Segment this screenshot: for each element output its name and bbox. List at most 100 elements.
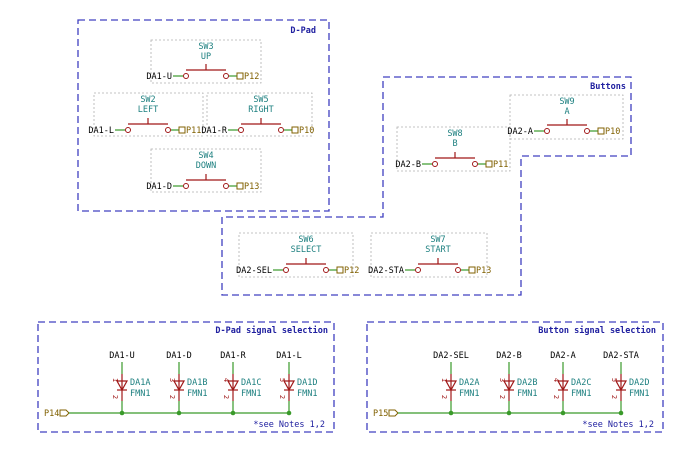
diode-net-label: DA2-A [550, 351, 576, 361]
button-selection-block [366, 321, 664, 433]
switch-port-label: P10 [299, 126, 314, 136]
diode-ref-label: DA1C [241, 378, 261, 388]
switch-net-label: DA1-D [146, 182, 172, 192]
switch-port-marker [468, 266, 476, 274]
switch-port-label: P11 [186, 126, 201, 136]
diode-value-label: FMN1 [297, 389, 317, 399]
switch-port-marker [236, 72, 244, 80]
diode-net-label: DA2-B [496, 351, 522, 361]
switch-contact-right [323, 267, 329, 273]
switch-port-label: P13 [244, 182, 259, 192]
dpad-notes-ref: *see Notes 1,2 [253, 420, 325, 430]
switch-ref-label: SW4 [198, 151, 213, 161]
diode-value-label: FMN1 [459, 389, 479, 399]
switch-port-marker [236, 182, 244, 190]
selection-port-label: P14 [44, 409, 59, 419]
switch-contact-left [283, 267, 289, 273]
diode-value-label: FMN1 [629, 389, 649, 399]
dpad-block [77, 19, 330, 212]
switch-contact-left [183, 183, 189, 189]
switch-contact-right [223, 73, 229, 79]
junction-dot [618, 410, 624, 416]
diode-triangle [282, 380, 296, 392]
switch-ref-label: SW5 [253, 95, 268, 105]
switch-net-label: DA2-STA [368, 266, 404, 276]
diode-pin-top: 1 [111, 378, 119, 382]
junction-dot [176, 410, 182, 416]
switch-contact-right [223, 183, 229, 189]
button-diode-group: P15DA2-SEL12DA2AFMN1DA2-B32DA2BFMN1DA2-A… [373, 351, 649, 419]
switch-contact-left [432, 161, 438, 167]
diode-ref-label: DA1A [130, 378, 150, 388]
dpad-selection-title: D-Pad signal selection [215, 325, 328, 336]
junction-dot [448, 410, 454, 416]
switch-ref-label: SW2 [140, 95, 155, 105]
diode-ref-label: DA2B [517, 378, 537, 388]
switch-ref-label: SW7 [430, 235, 445, 245]
switch-value-label: START [425, 245, 451, 255]
switch-value-label: A [564, 107, 569, 117]
diode-triangle [172, 380, 186, 392]
diode-ref-label: DA1D [297, 378, 317, 388]
switch-outline [509, 94, 624, 140]
switch-net-label: DA2-SEL [236, 266, 272, 276]
diode-pin-bottom: 2 [222, 395, 230, 399]
switch-port-marker [485, 160, 493, 168]
diode-value-label: FMN1 [571, 389, 591, 399]
switch-outline [396, 126, 511, 172]
switch-contact-right [278, 127, 284, 133]
diode-pin-bottom: 2 [552, 395, 560, 399]
dpad-selection-block [37, 321, 335, 433]
selection-port-label: P15 [373, 409, 388, 419]
diode-pin-bottom: 2 [278, 395, 286, 399]
switch-net-label: DA2-B [395, 160, 421, 170]
diode-pin-bottom: 2 [498, 395, 506, 399]
switch-outline [370, 232, 488, 278]
switch-ref-label: SW8 [447, 129, 462, 139]
switch-port-label: P13 [476, 266, 491, 276]
switch-contact-right [472, 161, 478, 167]
diode-ref-label: DA2C [571, 378, 591, 388]
junction-dot [119, 410, 125, 416]
diode-net-label: DA1-U [109, 351, 135, 361]
switch-net-label: DA2-A [507, 127, 533, 137]
switch-port-marker [336, 266, 344, 274]
button-notes-ref: *see Notes 1,2 [582, 420, 654, 430]
diode-pin-top: 5 [278, 378, 286, 382]
switch-contact-left [544, 128, 550, 134]
selection-port-marker [59, 409, 70, 417]
diode-net-label: DA1-L [276, 351, 302, 361]
diode-pin-bottom: 2 [168, 395, 176, 399]
switch-port-label: P11 [493, 160, 508, 170]
switch-outline [150, 39, 262, 84]
switch-contact-right [584, 128, 590, 134]
switch-contact-left [183, 73, 189, 79]
switch-port-marker [597, 127, 605, 135]
switch-outline [206, 92, 313, 137]
switch-net-label: DA1-R [201, 126, 227, 136]
diode-value-label: FMN1 [187, 389, 207, 399]
switch-outline [150, 148, 262, 193]
switch-value-label: RIGHT [248, 105, 274, 115]
switch-value-label: B [452, 139, 457, 149]
diode-pin-top: 3 [168, 378, 176, 382]
dpad-diode-group: P14DA1-U12DA1AFMN1DA1-D32DA1BFMN1DA1-R42… [44, 351, 317, 419]
diode-net-label: DA1-R [220, 351, 246, 361]
switch-contact-right [165, 127, 171, 133]
switch-port-marker [291, 126, 299, 134]
diode-ref-label: DA2D [629, 378, 649, 388]
diode-pin-top: 4 [222, 378, 230, 382]
switch-contact-right [455, 267, 461, 273]
